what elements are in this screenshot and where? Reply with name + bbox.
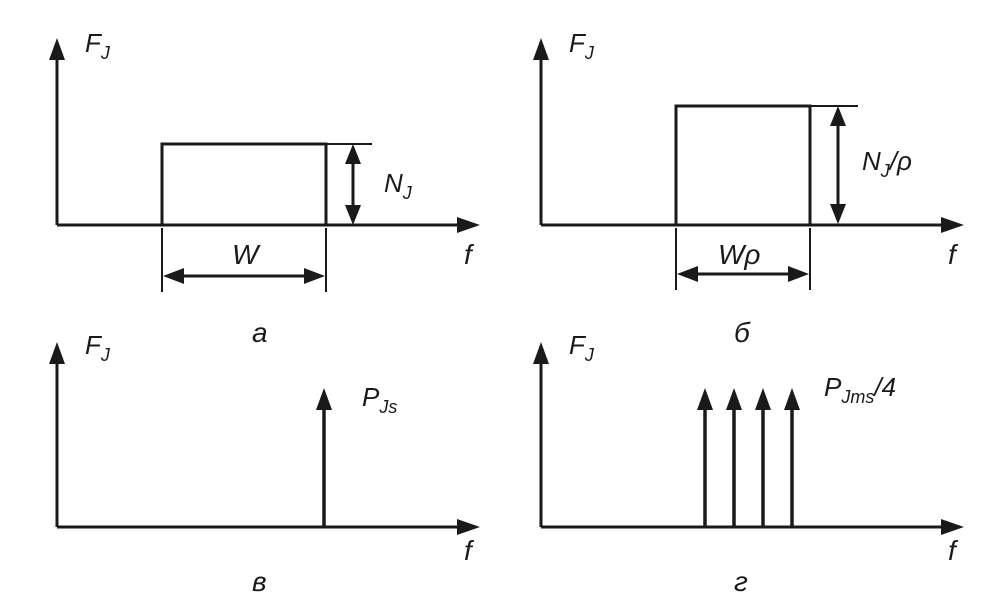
arrow-right-icon <box>304 268 325 284</box>
x-axis-arrowhead <box>457 217 480 233</box>
impulse-arrowhead-icon <box>316 388 332 410</box>
arrow-up-icon <box>830 106 846 126</box>
y-axis-arrowhead <box>533 38 549 60</box>
arrow-left-icon <box>163 268 184 284</box>
panel-b: FJ f NJ/ρ Wρ б <box>533 28 964 348</box>
x-axis-label: f <box>948 535 959 566</box>
x-axis-arrowhead <box>941 217 964 233</box>
rect-spectrum <box>160 142 328 225</box>
impulse-label: PJs <box>362 382 397 417</box>
y-axis-arrowhead <box>49 38 65 60</box>
impulse-arrowhead-icon <box>755 388 771 410</box>
x-axis-label: f <box>464 239 475 270</box>
arrow-down-icon <box>345 205 361 225</box>
height-label: NJ <box>384 168 413 203</box>
impulse-arrowhead-icon <box>697 388 713 410</box>
x-axis-label: f <box>464 535 475 566</box>
y-axis-arrowhead <box>49 342 65 364</box>
y-axis-label: FJ <box>569 330 595 365</box>
x-axis-label: f <box>948 239 959 270</box>
panel-caption: в <box>252 566 267 597</box>
panel-caption: б <box>734 317 751 348</box>
x-axis-arrowhead <box>457 519 480 535</box>
x-axis-arrowhead <box>941 519 964 535</box>
width-label: W <box>232 239 261 270</box>
rect-spectrum <box>674 104 812 225</box>
height-label: NJ/ρ <box>862 146 912 181</box>
impulse-group <box>697 388 800 527</box>
panel-a: FJ f NJ W а <box>49 28 480 348</box>
panel-caption: г <box>734 566 748 597</box>
arrow-down-icon <box>830 204 846 224</box>
y-axis-arrowhead <box>533 342 549 364</box>
panel-caption: а <box>252 317 268 348</box>
arrow-left-icon <box>677 266 698 282</box>
arrow-up-icon <box>345 144 361 164</box>
arrow-right-icon <box>788 266 809 282</box>
panel-d: FJ f PJms/4 г <box>533 330 964 597</box>
panel-c: FJ f PJs в <box>49 330 480 597</box>
y-axis-label: FJ <box>569 28 595 63</box>
y-axis-label: FJ <box>85 330 111 365</box>
impulse-label: PJms/4 <box>824 372 896 407</box>
width-label: Wρ <box>718 239 760 270</box>
impulse-arrowhead-icon <box>784 388 800 410</box>
impulse-arrowhead-icon <box>726 388 742 410</box>
y-axis-label: FJ <box>85 28 111 63</box>
